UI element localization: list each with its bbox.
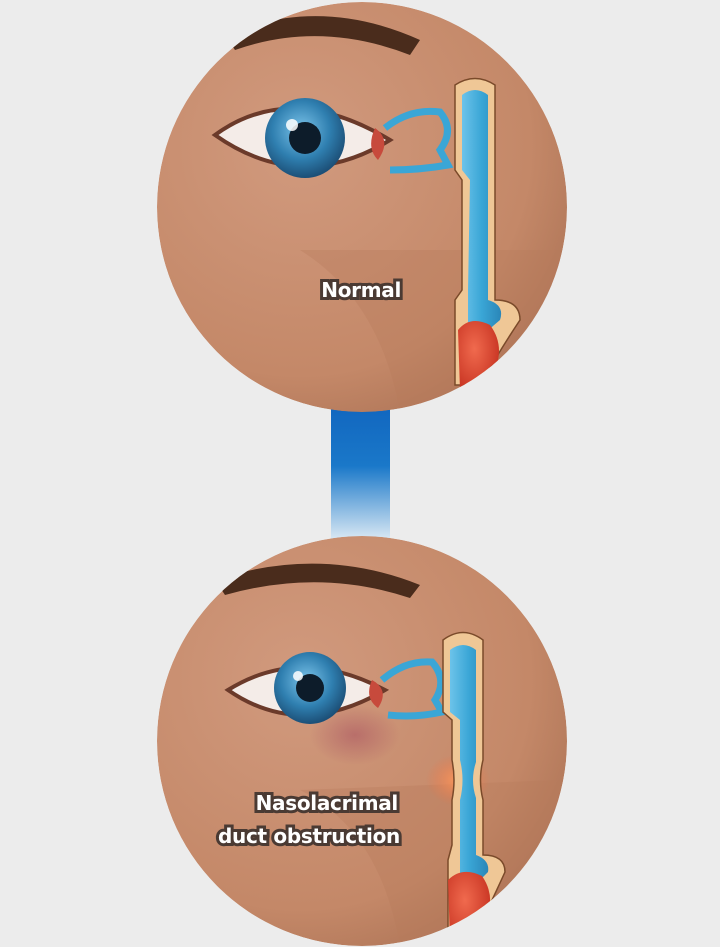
eye-illustration: [224, 652, 390, 724]
eyebrow: [215, 563, 420, 598]
connector-bar: [331, 405, 390, 540]
eyebrow: [225, 16, 420, 56]
normal-label: Normal: [318, 275, 404, 305]
eye-illustration: [211, 98, 394, 178]
obstruction-label-line-1: Nasolacrimal: [253, 788, 402, 818]
tear-duct-illustration: [382, 77, 521, 391]
obstruction-panel: [157, 536, 567, 946]
obstruction-label-line-2: duct obstruction: [215, 821, 403, 851]
normal-panel: [157, 2, 567, 412]
